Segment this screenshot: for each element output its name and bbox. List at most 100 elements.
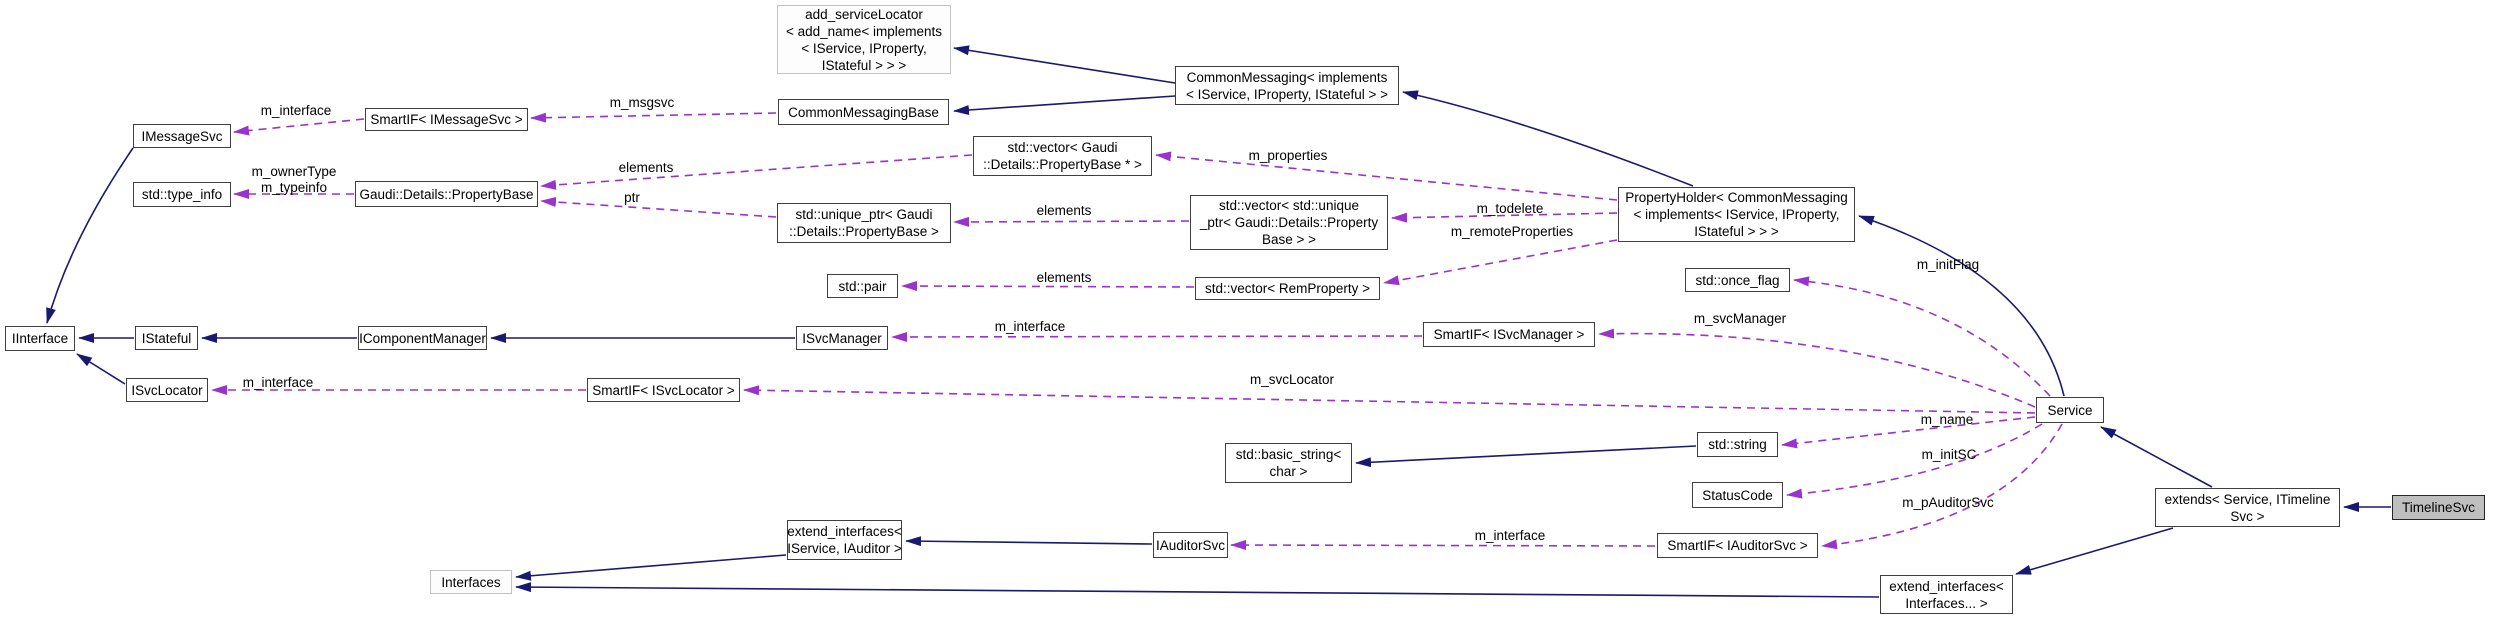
- edge-unique-ptr-to-propertybase: [540, 197, 777, 218]
- edge-vector-propertybase-ptr-to-propertybase: [540, 154, 973, 190]
- node-label-line: SmartIF< ISvcLocator >: [592, 382, 735, 398]
- edge-label-smartif-iauditorsvc-to-iauditorsvc: m_interface: [1474, 528, 1546, 543]
- edge-label-service-to-std-string: m_name: [1920, 412, 1974, 427]
- node-std-basic-string-char: std::basic_string<char >: [1225, 443, 1352, 483]
- node-unique-ptr-propertybase: std::unique_ptr< Gaudi::Details::Propert…: [777, 203, 951, 243]
- node-propertyholder[interactable]: PropertyHolder< CommonMessaging< impleme…: [1618, 187, 1855, 242]
- edge-label-propertyholder-to-vector-propertybase-ptr: m_properties: [1248, 148, 1328, 163]
- node-label-line: IMessageSvc: [141, 128, 223, 144]
- edge-smartif-iauditorsvc-to-iauditorsvc: [1230, 540, 1656, 551]
- node-smartif-isvcmanager[interactable]: SmartIF< ISvcManager >: [1423, 322, 1595, 347]
- edge-extends-to-extend-interfaces-variadic: [2015, 527, 2174, 575]
- edge-iauditorsvc-to-extend-interfaces: [905, 536, 1153, 547]
- node-commonmessagingbase[interactable]: CommonMessagingBase: [778, 99, 949, 125]
- edge-label-service-to-smartif-iauditorsvc: m_pAuditorSvc: [1902, 495, 1994, 510]
- edge-std-string-to-basic-string: [1355, 445, 1697, 468]
- node-label-line: std::string: [1708, 437, 1767, 452]
- node-label-line: std::pair: [838, 278, 887, 294]
- node-commonmessaging[interactable]: CommonMessaging< implements< IService, I…: [1175, 66, 1399, 105]
- edge-propertyholder-to-commonmessaging: [1402, 90, 1694, 187]
- node-timelinesvc: TimelineSvc: [2392, 495, 2485, 520]
- node-smartif-isvclocator[interactable]: SmartIF< ISvcLocator >: [587, 378, 740, 402]
- node-std-string: std::string: [1697, 432, 1778, 457]
- node-extend-interfaces-variadic[interactable]: extend_interfaces<Interfaces... >: [1880, 575, 2013, 614]
- node-icomponentmanager[interactable]: IComponentManager: [358, 326, 487, 350]
- node-smartif-imessagesvc[interactable]: SmartIF< IMessageSvc >: [365, 108, 528, 131]
- node-label-line: std::type_info: [141, 187, 223, 202]
- edge-propertyholder-to-vector-unique-ptr: [1391, 212, 1618, 223]
- edge-label-unique-ptr-to-propertybase: ptr: [624, 190, 640, 205]
- edge-label-vector-remproperty-to-std-pair: elements: [1036, 270, 1092, 285]
- node-imessagesvc[interactable]: IMessageSvc: [133, 124, 231, 148]
- edge-commonmessagingbase-to-smartif-imessagesvc: [530, 112, 777, 123]
- node-vector-remproperty: std::vector< RemProperty >: [1195, 277, 1380, 300]
- node-label-line: ::Details::PropertyBase * >: [983, 157, 1142, 172]
- node-iauditorsvc[interactable]: IAuditorSvc: [1153, 532, 1228, 558]
- node-label-line: std::vector< std::unique: [1219, 198, 1359, 213]
- node-vector-propertybase-ptr: std::vector< Gaudi::Details::PropertyBas…: [973, 136, 1152, 176]
- node-label-line: IStateful: [141, 330, 192, 346]
- node-gaudi-details-propertybase[interactable]: Gaudi::Details::PropertyBase: [355, 181, 538, 207]
- edge-service-to-smartif-iauditorsvc: [1821, 423, 2063, 550]
- edge-label-propertyholder-to-vector-unique-ptr: m_todelete: [1476, 201, 1544, 216]
- edge-service-to-std-once-flag: [1793, 276, 2051, 397]
- node-isvclocator[interactable]: ISvcLocator: [126, 378, 208, 402]
- node-label-line: extend_interfaces<: [787, 524, 902, 539]
- edge-label-service-to-smartif-isvcmanager: m_svcManager: [1693, 311, 1787, 326]
- node-label-line: StatusCode: [1702, 487, 1773, 503]
- edge-isvclocator-to-iinterface: [76, 353, 126, 385]
- node-std-type-info: std::type_info: [133, 182, 231, 207]
- node-smartif-iauditorsvc[interactable]: SmartIF< IAuditorSvc >: [1657, 533, 1818, 558]
- node-label-line: std::basic_string<: [1235, 447, 1342, 462]
- edge-service-to-statuscode: [1786, 423, 2043, 499]
- node-label-line: IService, IAuditor >: [787, 541, 902, 556]
- node-label-line: _ptr< Gaudi::Details::Property: [1199, 215, 1379, 230]
- edge-vector-remproperty-to-std-pair: [901, 281, 1195, 292]
- node-label-line: Gaudi::Details::PropertyBase: [359, 186, 534, 202]
- node-vector-unique-ptr: std::vector< std::unique_ptr< Gaudi::Det…: [1190, 195, 1388, 250]
- edge-commonmessaging-to-commonmessagingbase: [953, 95, 1176, 115]
- node-service[interactable]: Service: [2036, 397, 2104, 423]
- node-label-line: IInterface: [11, 331, 69, 346]
- node-label-line: PropertyHolder< CommonMessaging: [1625, 190, 1848, 205]
- node-label-line: IStateful > > >: [1694, 224, 1779, 239]
- node-label-line: CommonMessagingBase: [788, 104, 939, 120]
- edge-label-service-to-std-once-flag: m_initFlag: [1916, 257, 1980, 272]
- edge-service-to-propertyholder: [1858, 215, 2065, 397]
- node-label-line: char >: [1269, 464, 1308, 479]
- node-statuscode[interactable]: StatusCode: [1692, 482, 1783, 508]
- node-istateful[interactable]: IStateful: [135, 326, 198, 350]
- edge-propertyholder-to-vector-remproperty: [1383, 239, 1618, 286]
- node-iinterface[interactable]: IInterface: [5, 326, 75, 351]
- node-label-line: CommonMessaging< implements: [1186, 69, 1388, 85]
- edge-label-smartif-isvclocator-to-isvclocator: m_interface: [242, 375, 314, 390]
- node-isvcmanager[interactable]: ISvcManager: [796, 326, 888, 350]
- node-label-line: ISvcLocator: [131, 382, 203, 398]
- edge-label-commonmessagingbase-to-smartif-imessagesvc: m_msgsvc: [609, 95, 675, 110]
- node-interfaces: Interfaces: [430, 570, 512, 594]
- node-label-line: std::once_flag: [1695, 272, 1780, 288]
- node-label-line: TimelineSvc: [2401, 500, 2476, 515]
- node-label-line: IComponentManager: [359, 330, 486, 346]
- node-label-line: Service: [2047, 402, 2093, 418]
- edge-smartif-isvcmanager-to-isvcmanager: [891, 331, 1423, 342]
- node-label-line: std::vector< RemProperty >: [1204, 281, 1371, 296]
- node-label-line: std::vector< Gaudi: [1007, 140, 1118, 155]
- node-label-line: extend_interfaces<: [1889, 578, 2004, 594]
- edge-extend-interfaces-to-interfaces: [515, 554, 787, 581]
- node-label-line: Svc >: [2230, 508, 2265, 524]
- node-label-line: SmartIF< IMessageSvc >: [370, 112, 523, 127]
- edge-commonmessaging-to-add-servicelocator: [953, 45, 1176, 84]
- node-label-line: Base > >: [1261, 232, 1317, 247]
- edge-label-vector-propertybase-ptr-to-propertybase: elements: [618, 160, 674, 175]
- edge-extends-to-service: [2100, 426, 2213, 488]
- node-extend-interfaces-iservice-iauditor[interactable]: extend_interfaces< IService, IAuditor >: [787, 520, 902, 560]
- edge-label-smartif-imessagesvc-to-imessagesvc: m_interface: [260, 103, 332, 118]
- edge-label-smartif-isvcmanager-to-isvcmanager: m_interface: [994, 319, 1066, 334]
- edge-extend-interfaces-variadic-to-interfaces: [515, 582, 1880, 598]
- node-label-line: < add_name< implements: [785, 23, 943, 39]
